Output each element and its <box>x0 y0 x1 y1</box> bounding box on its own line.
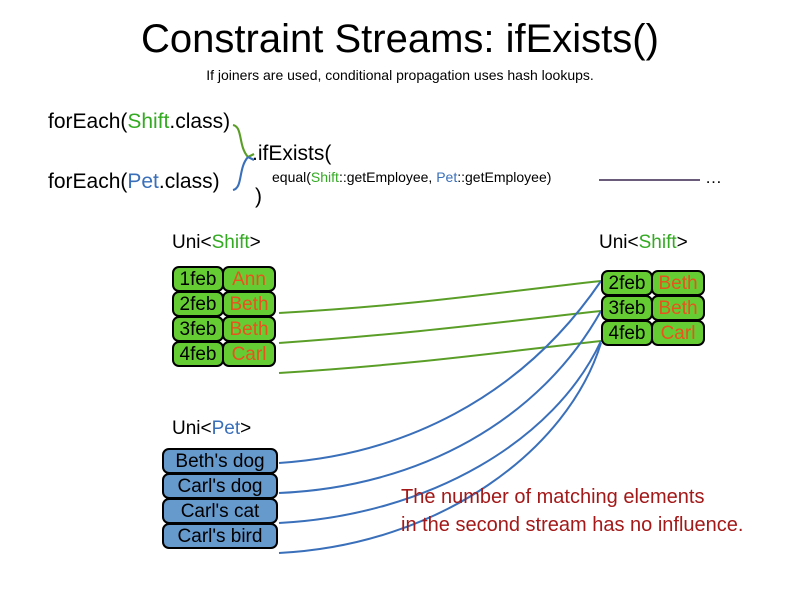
code-foreach-pet-prefix: forEach( <box>48 170 128 193</box>
stream-label-pet-type: Pet <box>211 418 241 439</box>
table-row[interactable]: 3feb Beth <box>172 316 276 342</box>
code-foreach-pet-type: Pet <box>127 170 159 193</box>
cell-name: Ann <box>222 266 276 292</box>
brace-upper-green <box>232 123 249 158</box>
cell-date: 3feb <box>172 316 224 342</box>
table-row[interactable]: 1feb Ann <box>172 266 276 292</box>
stream-label-right-shift-suffix: > <box>676 232 688 253</box>
code-equal-left-type: Shift <box>310 169 339 185</box>
stream-label-pet: Uni<Pet> <box>172 418 251 440</box>
table-row[interactable]: 4feb Carl <box>601 320 705 346</box>
table-row[interactable]: Carl's cat <box>162 498 278 524</box>
table-row[interactable]: 4feb Carl <box>172 341 276 367</box>
code-equal-left-method: ::getEmployee, <box>338 169 437 185</box>
table-row[interactable]: 3feb Beth <box>601 295 705 321</box>
page-subtitle: If joiners are used, conditional propaga… <box>206 67 594 83</box>
stream-label-left-shift-prefix: Uni< <box>172 232 212 253</box>
stream-table-left-shift: 1feb Ann 2feb Beth 3feb Beth 4feb Carl <box>172 266 276 367</box>
table-row[interactable]: 2feb Beth <box>172 291 276 317</box>
code-foreach-shift-suffix: .class) <box>169 110 231 133</box>
cell-date: 3feb <box>601 295 653 321</box>
brace-lower-blue <box>232 156 249 192</box>
cell-date: 2feb <box>172 291 224 317</box>
table-row[interactable]: Beth's dog <box>162 448 278 474</box>
connector-green-3feb <box>278 310 602 344</box>
code-equal-right-method: ::getEmployee) <box>457 169 552 185</box>
stream-label-right-shift-prefix: Uni< <box>599 232 639 253</box>
stream-label-pet-prefix: Uni< <box>172 418 212 439</box>
cell-date: 2feb <box>601 270 653 296</box>
code-foreach-pet-suffix: .class) <box>158 170 220 193</box>
stream-label-left-shift-type: Shift <box>211 232 250 253</box>
cell-date: 1feb <box>172 266 224 292</box>
code-equal-right-type: Pet <box>436 169 458 185</box>
cell-date: 4feb <box>601 320 653 346</box>
stream-label-pet-suffix: > <box>240 418 252 439</box>
stream-table-pet: Beth's dog Carl's dog Carl's cat Carl's … <box>162 448 278 549</box>
cell-pet: Beth's dog <box>162 448 278 474</box>
stream-table-right-shift: 2feb Beth 3feb Beth 4feb Carl <box>601 270 705 346</box>
cell-name: Carl <box>651 320 705 346</box>
cell-pet: Carl's cat <box>162 498 278 524</box>
connector-green-2feb <box>278 280 602 314</box>
annotation-note-line1: The number of matching elements <box>401 486 705 508</box>
stream-label-left-shift-suffix: > <box>249 232 261 253</box>
code-equal-prefix: equal( <box>272 169 311 185</box>
table-row[interactable]: 2feb Beth <box>601 270 705 296</box>
code-close-paren: ) <box>255 185 262 208</box>
cell-name: Carl <box>222 341 276 367</box>
table-row[interactable]: Carl's bird <box>162 523 278 549</box>
code-equal-joiner: equal(Shift::getEmployee, Pet::getEmploy… <box>272 169 551 186</box>
code-ifexists-call: .ifExists( <box>252 142 332 165</box>
cell-date: 4feb <box>172 341 224 367</box>
page-title: Constraint Streams: ifExists() <box>141 17 659 61</box>
stream-label-right-shift-type: Shift <box>638 232 677 253</box>
table-row[interactable]: Carl's dog <box>162 473 278 499</box>
code-ellipsis: … <box>705 168 722 187</box>
cell-name: Beth <box>222 316 276 342</box>
connector-green-4feb <box>278 340 602 374</box>
code-foreach-shift: forEach(Shift.class) <box>48 110 230 134</box>
cell-pet: Carl's dog <box>162 473 278 499</box>
annotation-note-line2: in the second stream has no influence. <box>401 514 744 536</box>
code-foreach-shift-prefix: forEach( <box>48 110 128 133</box>
connector-blue-carls-dog <box>278 310 602 494</box>
connector-blue-beths-dog <box>278 280 602 464</box>
cell-name: Beth <box>651 295 705 321</box>
code-foreach-pet: forEach(Pet.class) <box>48 170 220 194</box>
stream-label-left-shift: Uni<Shift> <box>172 232 261 254</box>
code-foreach-shift-type: Shift <box>127 110 170 133</box>
cell-name: Beth <box>222 291 276 317</box>
annotation-note: The number of matching elements in the se… <box>401 483 743 539</box>
cell-name: Beth <box>651 270 705 296</box>
cell-pet: Carl's bird <box>162 523 278 549</box>
stream-label-right-shift: Uni<Shift> <box>599 232 688 254</box>
